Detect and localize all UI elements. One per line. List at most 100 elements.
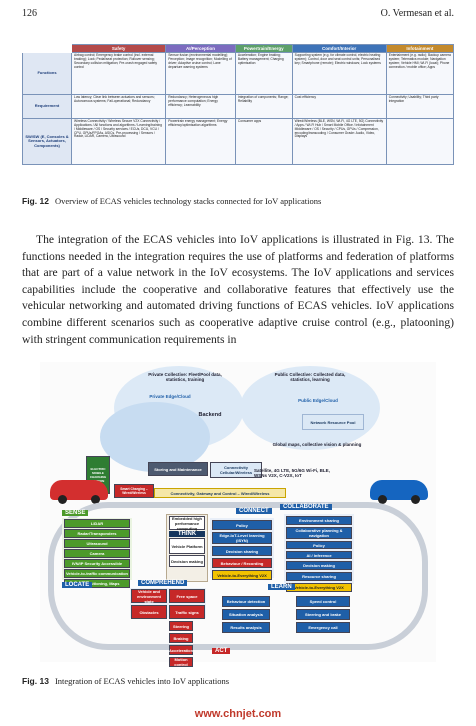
learn-label: LEARN [268,584,295,590]
public-cloud [240,366,380,450]
table-header-cell: Safety [70,43,167,54]
ioV-integration-diagram: Private Collective: Fleet/Pool data, sta… [40,362,436,667]
comprehend-label: COMPREHEND [138,580,188,586]
table-row: Requirement Low latency; Clear link betw… [22,94,455,120]
act-label: ACT [212,648,231,654]
connect-item: Behaviour / Recording [212,558,272,568]
table-row: SW/SW (E, Consoles & Sensors, Actuators,… [22,118,455,166]
sense-item-label: Radar/Transponders [77,531,117,536]
page-number: 126 [22,8,37,19]
sense-item-label: Camera [89,551,105,556]
comprehend-item-label: Traffic signs [175,609,199,615]
table-cell: Consumer apps [234,118,293,166]
comprehend-item: Vehicle and environment state [131,589,167,604]
learn-item-label: Behaviour detection [226,599,266,604]
sense-item-label: Ultrasound [86,541,108,546]
learn-item: Results analysis [222,622,270,633]
learn-item: Situation analysis [222,609,270,620]
comprehend-item: Free space [169,589,205,603]
network-resource-pool-label: Network Resource Pool [310,419,356,425]
sense-item: Ultrasound [64,539,130,548]
sense-item: Vehicle-to-traffic communication [64,569,130,578]
table-cell: Sensor fusion (environmental modelling);… [165,52,236,96]
table-cell: Powertrain energy management; Energy eff… [165,118,236,166]
learn-item: Behaviour detection [222,596,270,607]
sense-item: IVN/IP Security Accessible [64,559,130,568]
wheel [58,495,67,504]
act-item-label: Acceleration [169,647,194,653]
collab-item: Environment sharing [286,516,352,525]
fig12-caption: Fig. 12 Overview of ECAS vehicles technol… [22,196,321,206]
table-header-cell: AI/Perception [165,43,236,54]
table-cell: Cost efficiency [291,94,387,120]
collab-item-label: Decision making [303,563,335,568]
right-item-label: Steering and brake [304,612,341,617]
collab-item: Collaborative planning & navigation [286,527,352,539]
tech-stack-table: Safety AI/Perception Powertrain/Energy C… [22,43,455,166]
table-cell: Wireless Connectivity / Wireless Secure … [70,118,167,166]
right-panel: Speed control Steering and brake Emergen… [294,594,352,638]
act-item: Steering [169,621,193,631]
fig13-caption-number: Fig. 13 [22,676,49,686]
collab-item: Vehicle-to-Everything V2X [286,583,352,592]
sense-item: Camera [64,549,130,558]
connect-panel: Policy Edge-IoT-Level learning (ISYN) De… [210,518,274,580]
think-item-label: Decision making [171,558,203,564]
sense-label: SENSE [62,510,89,516]
connect-item: Vehicle-to-Everything V2X [212,570,272,580]
comprehend-item: Traffic signs [169,605,205,619]
right-item-label: Emergency call [308,625,338,630]
comprehend-item-label: Free space [176,593,198,599]
comprehend-panel: Vehicle and environment state Free space… [130,588,206,619]
table-cell: Low latency; Clear link between actuator… [70,94,167,120]
red-car [50,480,108,504]
connect-item-label: Policy [236,522,248,528]
collab-item-label: AI / Inference [306,552,332,558]
learn-item-label: Situation analysis [228,612,263,617]
act-item: Braking [169,633,193,643]
wheel [411,495,420,504]
fig12-caption-number: Fig. 12 [22,196,49,206]
connect-item-label: Vehicle-to-Everything V2X [217,572,267,578]
table-header-cell: Powertrain/Energy [234,43,293,54]
table-cell: Entertainment (e.g. radio); Backup camer… [385,52,455,96]
connect-item: Edge-IoT-Level learning (ISYN) [212,532,272,544]
paragraph-text: The integration of the ECAS vehicles int… [22,233,454,346]
learn-panel: Behaviour detection Situation analysis R… [220,594,272,638]
right-item: Steering and brake [296,609,350,620]
think-panel: Embedded high performance computing THIN… [166,514,208,582]
learn-item-label: Results analysis [230,625,262,630]
table-header-row: Safety AI/Perception Powertrain/Energy C… [22,43,455,54]
table-cell: Acceleration; Engine braking; Battery ma… [234,52,293,96]
table-row: Functions Airbag control; Emergency brak… [22,52,455,96]
collab-item-label: Policy [313,542,325,548]
smart-charging-label: Smart Charging – Wired/Wireless [120,487,148,495]
table-header-cell: Infotainment [385,43,455,54]
think-label: THINK [169,531,205,537]
think-item-label: Embedded high performance computing [172,515,202,531]
table-cell: Wired/Wireless (BLE, WSN, Wi-Fi, 4G LTE,… [291,118,387,166]
private-cloud-title: Private Collective: Fleet/Pool data, sta… [148,372,222,382]
center-cloud [100,402,210,472]
private-edge-label: Private Edge/Cloud [149,394,191,399]
table-header-cell: Comfort/Interior [291,43,387,54]
blue-car [370,480,428,504]
table-cell [385,118,455,166]
collab-item: AI / Inference [286,551,352,559]
comprehend-item: Obstacles [131,605,167,619]
act-panel: Steering Braking Acceleration Motion con… [168,620,218,667]
right-item: Emergency call [296,622,350,633]
sense-item-label: LIDAR [90,521,104,526]
comprehend-item-label: Obstacles [139,609,159,615]
collab-item-label: Vehicle-to-Everything V2X [294,585,344,590]
connect-item-label: Edge-IoT-Level learning (ISYN) [219,533,265,543]
road-track [48,502,428,650]
network-resource-pool: Network Resource Pool [302,414,364,430]
fig12-caption-text: Overview of ECAS vehicles technology sta… [54,196,322,206]
collaborate-label: COLLABORATE [280,504,332,510]
fig13-caption-text: Integration of ECAS vehicles into IoV ap… [54,676,229,686]
smart-charging-box: Smart Charging – Wired/Wireless [114,484,154,498]
collaborate-panel: Environment sharing Collaborative planni… [284,514,354,592]
connect-item-label: Behaviour / Recording [220,560,264,566]
collab-item-label: Resource sharing [302,574,336,579]
